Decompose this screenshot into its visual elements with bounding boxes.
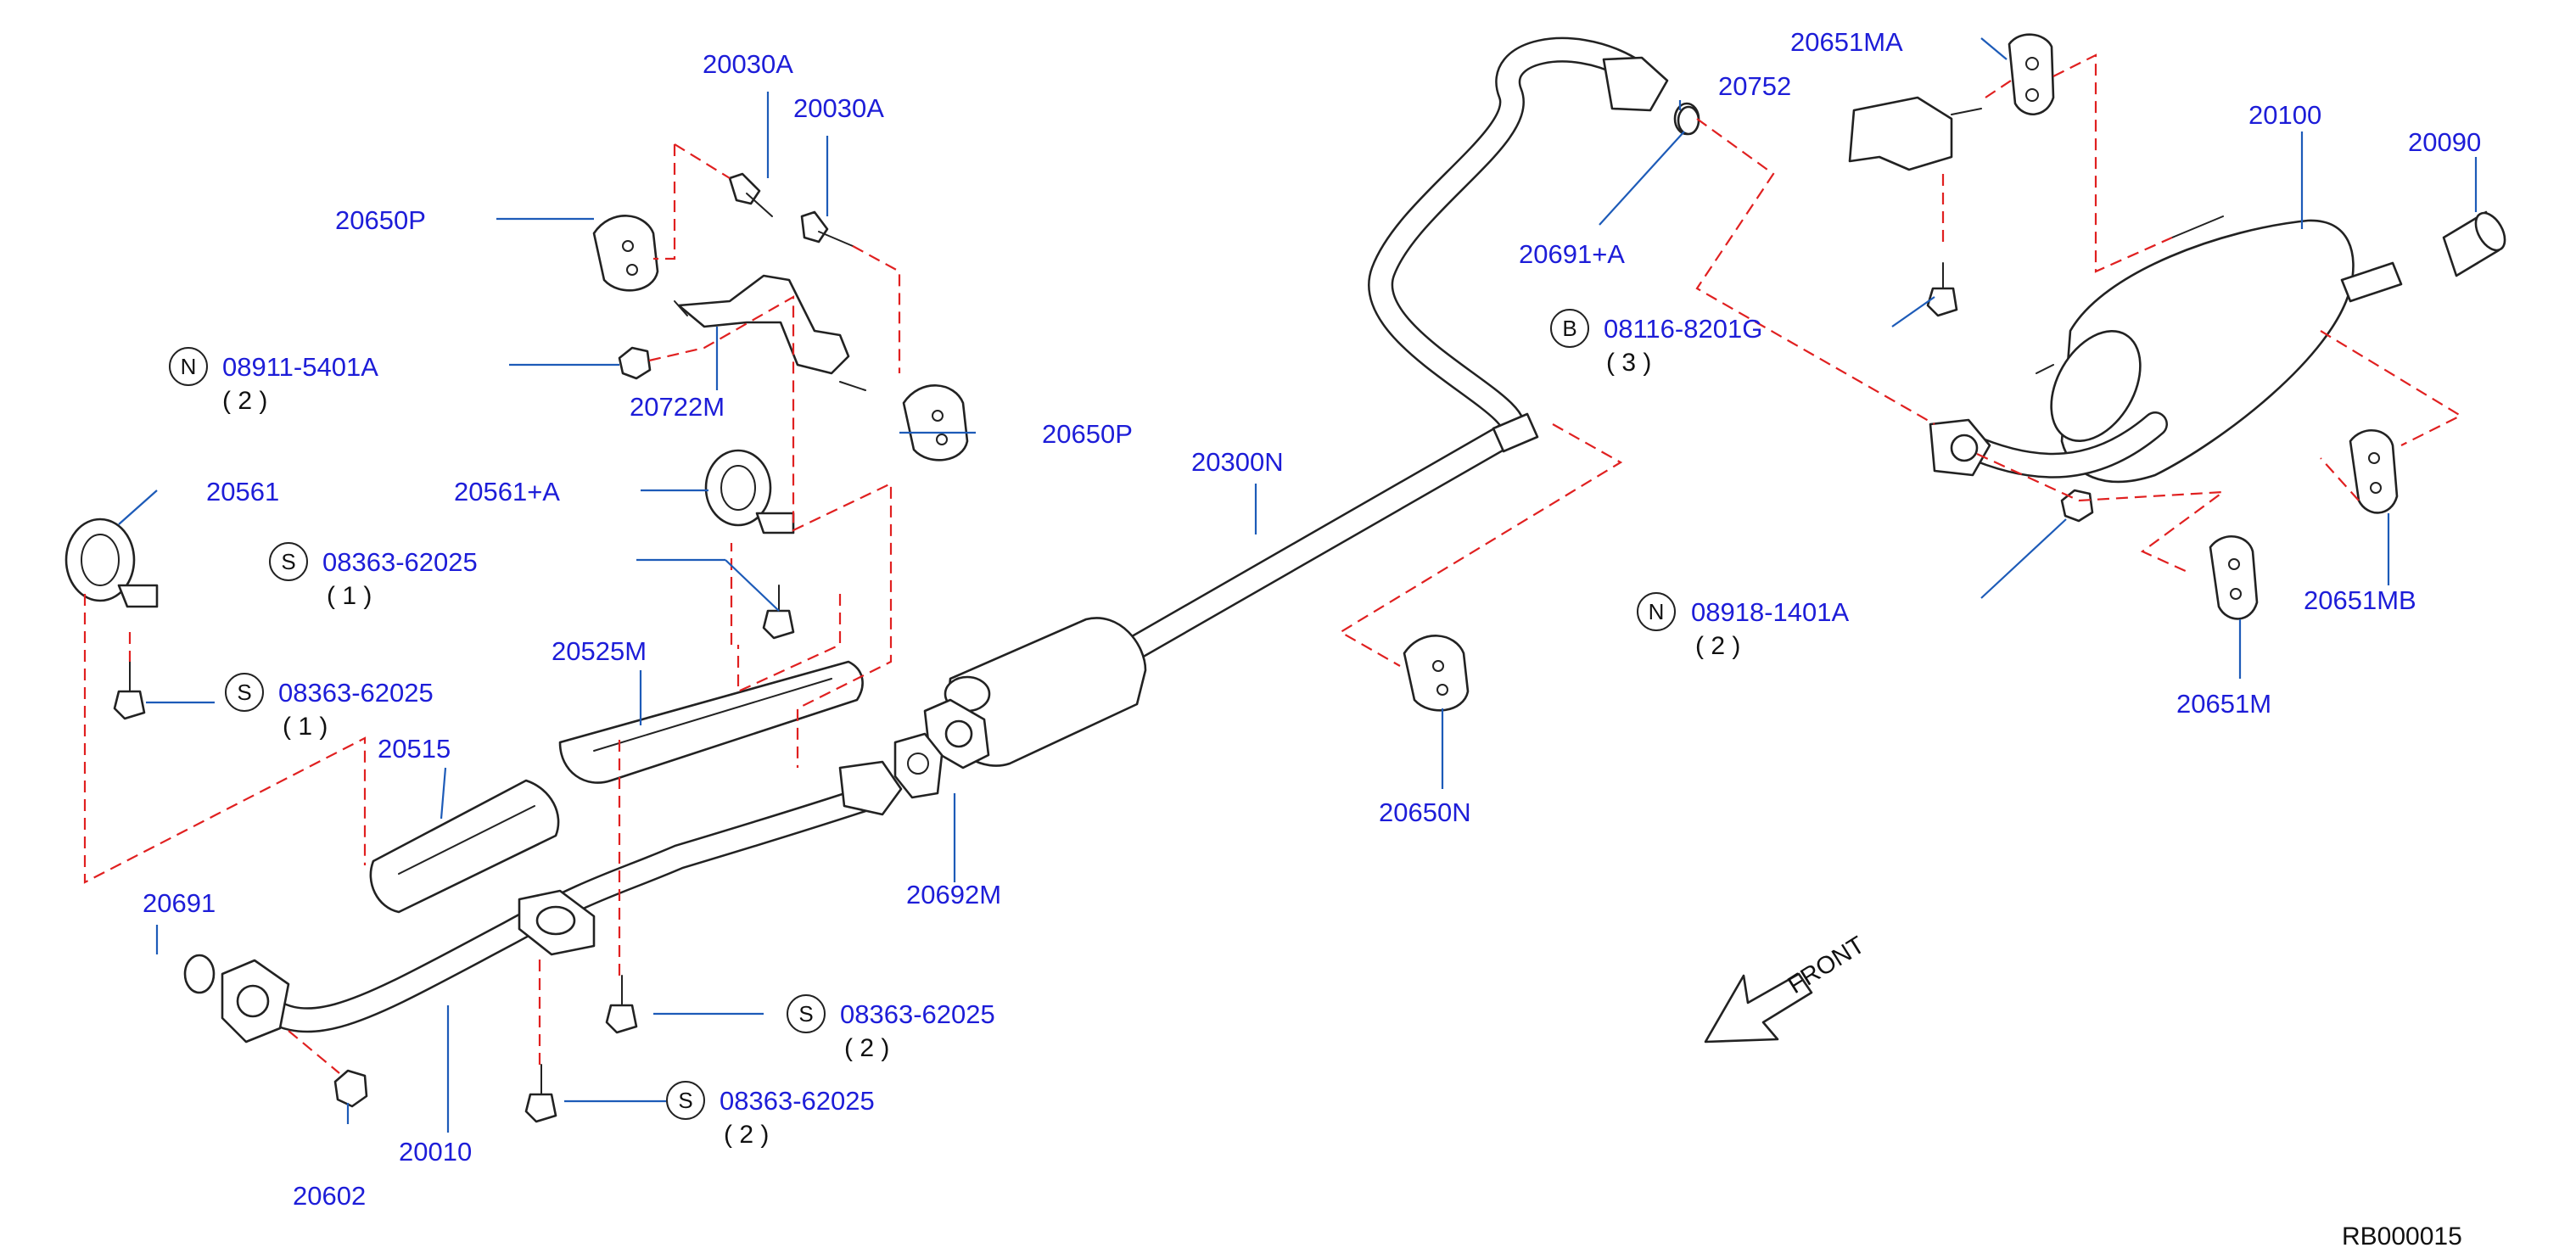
prefix-S-4: S bbox=[678, 1088, 692, 1113]
label-20525M[interactable]: 20525M bbox=[552, 636, 647, 666]
nut-08911[interactable] bbox=[618, 346, 652, 380]
bolt-08116[interactable] bbox=[1926, 262, 1958, 317]
label-20561[interactable]: 20561 bbox=[206, 477, 279, 506]
fastener-number-6: 08116-8201G bbox=[1604, 314, 1762, 344]
part-labels: 20030A 20030A 20650P 20722M 20650P 20561… bbox=[143, 27, 2481, 1211]
prefix-N-2: N bbox=[1649, 599, 1665, 624]
reference-code: RB000015 bbox=[2342, 1223, 2462, 1251]
bracket-20722M[interactable] bbox=[674, 274, 866, 391]
fastener-qty-5: ( 2 ) bbox=[724, 1121, 769, 1149]
front-label: FRONT bbox=[1784, 932, 1870, 999]
label-20692M[interactable]: 20692M bbox=[906, 880, 1001, 909]
front-arrow-icon bbox=[1704, 972, 1813, 1044]
label-20651MA[interactable]: 20651MA bbox=[1790, 27, 1903, 57]
fastener-qty-2: ( 1 ) bbox=[327, 582, 372, 610]
fastener-callout-08363-lower-right[interactable]: S 08363-62025 ( 2 ) bbox=[787, 994, 995, 1062]
prefix-S-3: S bbox=[798, 1001, 813, 1027]
label-20100[interactable]: 20100 bbox=[2248, 100, 2321, 130]
label-20010[interactable]: 20010 bbox=[399, 1137, 472, 1167]
label-20030A-1[interactable]: 20030A bbox=[703, 49, 793, 79]
label-20651M[interactable]: 20651M bbox=[2176, 689, 2271, 719]
fastener-qty-7: ( 2 ) bbox=[1695, 632, 1740, 660]
fastener-number-3: 08363-62025 bbox=[278, 678, 434, 708]
fastener-qty-1: ( 2 ) bbox=[222, 387, 267, 415]
fastener-callout-08363-upper[interactable]: S 08363-62025 ( 1 ) bbox=[269, 542, 478, 610]
bolt-08363-a[interactable] bbox=[762, 585, 795, 640]
prefix-S-2: S bbox=[237, 680, 251, 705]
label-20650N[interactable]: 20650N bbox=[1379, 797, 1471, 827]
gasket-20691[interactable] bbox=[183, 954, 216, 994]
label-20691[interactable]: 20691 bbox=[143, 888, 216, 918]
fastener-qty-3: ( 1 ) bbox=[283, 713, 328, 741]
center-pipe-assembly[interactable] bbox=[923, 36, 1700, 769]
label-20650P-lower[interactable]: 20650P bbox=[1042, 419, 1133, 449]
gasket-20691+A[interactable] bbox=[1677, 105, 1700, 136]
fastener-callout-08363-left[interactable]: S 08363-62025 ( 1 ) bbox=[225, 673, 434, 741]
mounting-rubber-20650P-upper[interactable] bbox=[592, 215, 659, 292]
mounting-rubber-20651MA[interactable] bbox=[2008, 33, 2055, 116]
heat-shield-20525M[interactable] bbox=[558, 660, 864, 784]
fastener-qty-6: ( 3 ) bbox=[1606, 349, 1651, 377]
fastener-number-4: 08363-62025 bbox=[840, 999, 995, 1029]
label-20090[interactable]: 20090 bbox=[2408, 127, 2481, 157]
fastener-number-5: 08363-62025 bbox=[720, 1086, 875, 1116]
nut-20602[interactable] bbox=[333, 1069, 368, 1108]
clamp-20561+A[interactable] bbox=[704, 449, 795, 534]
front-direction-indicator: FRONT bbox=[1704, 932, 1870, 1044]
label-20650P-upper[interactable]: 20650P bbox=[335, 205, 426, 235]
label-20722M[interactable]: 20722M bbox=[630, 392, 725, 422]
fastener-callout-08116[interactable]: B 08116-8201G ( 3 ) bbox=[1550, 309, 1762, 377]
gasket-20692M[interactable] bbox=[893, 732, 944, 799]
prefix-B-1: B bbox=[1562, 316, 1576, 341]
prefix-N-1: N bbox=[181, 354, 197, 379]
label-20602[interactable]: 20602 bbox=[293, 1181, 366, 1211]
fastener-number-7: 08918-1401A bbox=[1691, 597, 1849, 627]
prefix-S-1: S bbox=[281, 549, 295, 574]
bolt-20030A-2[interactable] bbox=[800, 210, 854, 247]
fastener-callout-08363-lower-left[interactable]: S 08363-62025 ( 2 ) bbox=[666, 1081, 875, 1149]
fastener-number-1: 08911-5401A bbox=[222, 352, 378, 382]
label-20691A[interactable]: 20691+A bbox=[1519, 239, 1625, 269]
nut-08918[interactable] bbox=[2060, 489, 2094, 523]
rear-muffler[interactable] bbox=[1929, 215, 2403, 484]
assembly-dashed-lines bbox=[83, 53, 2463, 1074]
mounting-rubber-20651MB[interactable] bbox=[2349, 428, 2399, 514]
leader-lines bbox=[118, 37, 2478, 1133]
bolt-08363-c[interactable] bbox=[605, 975, 638, 1034]
mounting-rubber-20650P-lower[interactable] bbox=[902, 384, 969, 462]
front-exhaust-pipe[interactable] bbox=[221, 760, 903, 1044]
fastener-callout-08911[interactable]: N 08911-5401A ( 2 ) bbox=[169, 347, 378, 415]
fastener-number-2: 08363-62025 bbox=[322, 547, 478, 577]
label-20515[interactable]: 20515 bbox=[378, 734, 451, 764]
fastener-callout-08918[interactable]: N 08918-1401A ( 2 ) bbox=[1637, 592, 1849, 660]
bolt-20030A-1[interactable] bbox=[728, 172, 773, 217]
fastener-labels: N 08911-5401A ( 2 ) S 08363-62025 ( 1 ) … bbox=[169, 309, 1849, 1149]
heat-shield-20515[interactable] bbox=[369, 779, 560, 914]
mounting-rubber-20651M[interactable] bbox=[2209, 534, 2259, 620]
bracket-20651MA-mount[interactable] bbox=[1848, 96, 1982, 171]
label-20752[interactable]: 20752 bbox=[1718, 71, 1791, 101]
bolt-08363-b[interactable] bbox=[113, 661, 146, 720]
label-20030A-2[interactable]: 20030A bbox=[793, 93, 884, 123]
mounting-rubber-20650N[interactable] bbox=[1403, 635, 1470, 712]
bolt-08363-d[interactable] bbox=[524, 1064, 557, 1123]
label-20300N[interactable]: 20300N bbox=[1191, 447, 1284, 477]
label-20561A[interactable]: 20561+A bbox=[454, 477, 560, 506]
clamp-20561[interactable] bbox=[64, 518, 159, 608]
fastener-qty-4: ( 2 ) bbox=[844, 1034, 889, 1062]
label-20651MB[interactable]: 20651MB bbox=[2304, 585, 2416, 615]
tail-finisher[interactable] bbox=[2442, 208, 2511, 277]
